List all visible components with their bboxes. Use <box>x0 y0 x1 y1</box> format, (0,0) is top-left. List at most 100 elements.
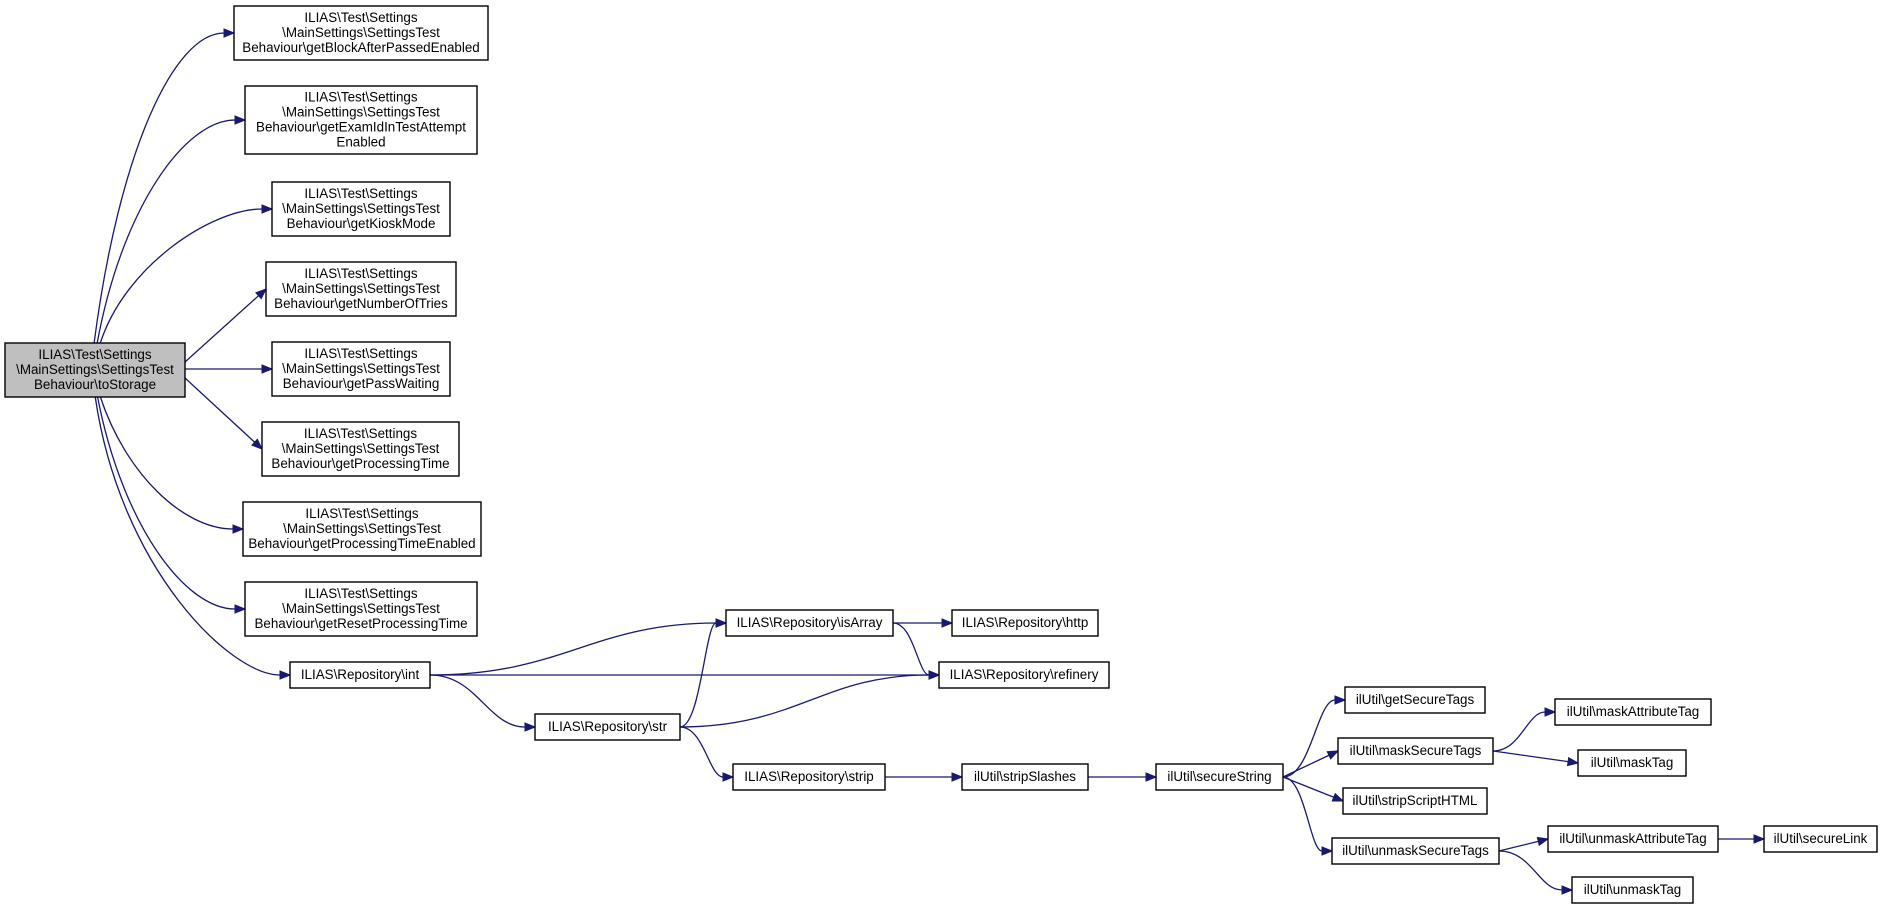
edge-unmaskSecureTags-to-unmaskAttributeTag <box>1498 840 1539 852</box>
node-label-line: ILIAS\Test\Settings <box>304 426 417 441</box>
node-get-pass-waiting[interactable]: ILIAS\Test\Settings\MainSettings\Setting… <box>271 341 451 397</box>
node-label-line: ILIAS\Test\Settings <box>305 506 418 521</box>
node-label-line: ILIAS\Test\Settings <box>304 586 417 601</box>
node-unmask-attribute-tag[interactable]: ilUtil\unmaskAttributeTag <box>1547 825 1719 853</box>
node-label-line: \MainSettings\SettingsTest <box>282 201 440 216</box>
arrowhead <box>1753 834 1766 844</box>
node-box <box>1577 749 1687 777</box>
node-mask-tag[interactable]: ilUtil\maskTag <box>1577 749 1687 777</box>
node-get-number-of-tries[interactable]: ILIAS\Test\Settings\MainSettings\Setting… <box>265 261 457 317</box>
node-secure-link[interactable]: ilUtil\secureLink <box>1763 825 1878 853</box>
node-box <box>1571 876 1694 904</box>
node-label-line: Behaviour\getBlockAfterPassedEnabled <box>242 40 479 55</box>
arrowhead <box>261 204 274 214</box>
node-label-line: ILIAS\Test\Settings <box>304 266 417 281</box>
node-label-line: Behaviour\getKioskMode <box>287 216 436 231</box>
node-strip-slashes[interactable]: ilUtil\stripSlashes <box>961 763 1089 791</box>
node-strip[interactable]: ILIAS\Repository\strip <box>732 763 886 791</box>
node-label-line: Behaviour\toStorage <box>34 377 156 392</box>
node-http[interactable]: ILIAS\Repository\http <box>951 609 1099 637</box>
arrowhead <box>941 618 954 628</box>
arrowhead <box>1145 772 1158 782</box>
node-label-line: Behaviour\getResetProcessingTime <box>254 616 467 631</box>
node-strip-script-html[interactable]: ilUtil\stripScriptHTML <box>1342 787 1488 815</box>
node-int[interactable]: ILIAS\Repository\int <box>289 661 431 689</box>
node-get-kiosk-mode[interactable]: ILIAS\Test\Settings\MainSettings\Setting… <box>271 181 451 237</box>
node-box <box>725 609 894 637</box>
node-refinery[interactable]: ILIAS\Repository\refinery <box>938 661 1110 689</box>
node-label-line: ilUtil\getSecureTags <box>1356 692 1475 707</box>
node-box <box>289 661 431 689</box>
arrowhead <box>722 772 735 782</box>
node-get-reset-processing-time[interactable]: ILIAS\Test\Settings\MainSettings\Setting… <box>244 581 478 637</box>
node-get-processing-time[interactable]: ILIAS\Test\Settings\MainSettings\Setting… <box>261 421 460 477</box>
edge-maskSecureTags-to-maskTag <box>1492 750 1569 763</box>
edge-root-to-getKioskMode <box>99 208 263 344</box>
node-label-line: ilUtil\maskAttributeTag <box>1567 704 1699 719</box>
edge-int-to-str <box>429 674 526 728</box>
node-label-line: \MainSettings\SettingsTest <box>282 441 440 456</box>
node-box <box>1763 825 1878 853</box>
node-box <box>1331 837 1500 865</box>
arrowhead <box>279 670 292 680</box>
edge-isArray-to-refinery <box>892 622 930 676</box>
node-label-line: \MainSettings\SettingsTest <box>282 361 440 376</box>
arrowhead <box>255 288 268 300</box>
node-unmask-secure-tags[interactable]: ilUtil\unmaskSecureTags <box>1331 837 1500 865</box>
node-box <box>242 501 482 557</box>
edge-str-to-strip <box>679 726 724 778</box>
node-get-exam-id-in-test-attempt-enabled[interactable]: ILIAS\Test\Settings\MainSettings\Setting… <box>244 85 478 155</box>
edge-root-to-int <box>94 396 281 676</box>
node-box <box>4 342 186 398</box>
node-box <box>1337 737 1494 765</box>
node-label-line: ILIAS\Test\Settings <box>304 346 417 361</box>
node-is-array[interactable]: ILIAS\Repository\isArray <box>725 609 894 637</box>
arrowhead <box>951 772 964 782</box>
node-secure-string[interactable]: ilUtil\secureString <box>1155 763 1284 791</box>
node-get-block-after-passed-enabled[interactable]: ILIAS\Test\Settings\MainSettings\Setting… <box>233 5 489 61</box>
node-mask-secure-tags[interactable]: ilUtil\maskSecureTags <box>1337 737 1494 765</box>
node-label-line: ILIAS\Repository\int <box>301 667 420 682</box>
edge-int-to-isArray <box>429 622 717 676</box>
node-get-processing-time-enabled[interactable]: ILIAS\Test\Settings\MainSettings\Setting… <box>242 501 482 557</box>
node-get-secure-tags[interactable]: ilUtil\getSecureTags <box>1344 686 1486 714</box>
edge-secureString-to-maskSecureTags <box>1282 754 1330 778</box>
node-unmask-tag[interactable]: ilUtil\unmaskTag <box>1571 876 1694 904</box>
node-label-line: ilUtil\stripSlashes <box>974 769 1076 784</box>
edge-secureString-to-unmaskSecureTags <box>1282 776 1323 852</box>
edge-root-to-getResetProcessingTime <box>96 396 236 610</box>
edge-root-to-getProcessingTimeEnabled <box>99 396 234 530</box>
node-label-line: ilUtil\maskSecureTags <box>1350 743 1482 758</box>
node-label-line: \MainSettings\SettingsTest <box>282 25 440 40</box>
edge-root-to-getExamIdInTestAttemptEnabled <box>96 119 236 344</box>
node-box <box>951 609 1099 637</box>
arrowhead <box>234 115 247 125</box>
node-box <box>265 261 457 317</box>
node-box <box>244 85 478 155</box>
node-box <box>961 763 1089 791</box>
arrowhead <box>1321 846 1334 856</box>
node-label-line: \MainSettings\SettingsTest <box>282 281 440 296</box>
edge-maskSecureTags-to-maskAttributeTag <box>1492 711 1546 752</box>
edge-str-to-isArray <box>679 622 717 728</box>
node-label-line: ILIAS\Repository\strip <box>744 769 874 784</box>
node-label-line: \MainSettings\SettingsTest <box>283 521 441 536</box>
arrowhead <box>1536 836 1550 847</box>
arrowhead <box>232 524 245 534</box>
node-label-line: Enabled <box>336 135 385 150</box>
node-label-line: ilUtil\secureLink <box>1774 831 1868 846</box>
node-mask-attribute-tag[interactable]: ilUtil\maskAttributeTag <box>1554 698 1712 726</box>
arrowhead <box>234 604 247 614</box>
node-box <box>534 713 681 741</box>
node-box <box>271 181 451 237</box>
node-root[interactable]: ILIAS\Test\Settings\MainSettings\Setting… <box>4 342 186 398</box>
node-str[interactable]: ILIAS\Repository\str <box>534 713 681 741</box>
node-label-line: ILIAS\Repository\isArray <box>737 615 883 630</box>
node-label-line: ILIAS\Test\Settings <box>304 90 417 105</box>
arrowhead <box>1331 792 1345 802</box>
node-label-line: Behaviour\getPassWaiting <box>283 376 440 391</box>
node-box <box>271 341 451 397</box>
node-label-line: ILIAS\Repository\http <box>962 615 1089 630</box>
arrowhead <box>1326 750 1340 760</box>
